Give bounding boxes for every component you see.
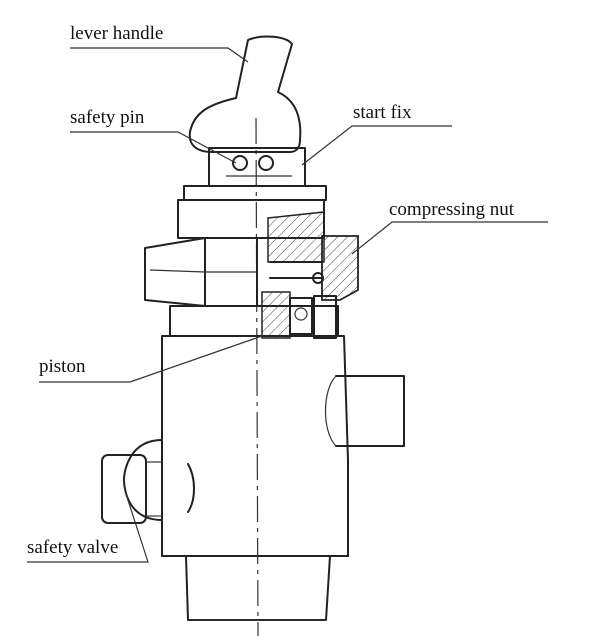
bottom-section xyxy=(161,555,349,621)
safety-pin-hole-right xyxy=(258,155,274,171)
valve-body xyxy=(161,335,349,557)
leader-piston xyxy=(39,335,263,383)
leader-compressing-nut xyxy=(351,221,548,255)
label-safety-pin: safety pin xyxy=(70,107,145,128)
piston-section xyxy=(261,291,291,339)
top-cap xyxy=(183,185,327,201)
safety-pin-hole-left xyxy=(232,155,248,171)
compressing-nut-section xyxy=(321,235,359,301)
leader-start-fix xyxy=(301,125,452,166)
label-compressing-nut: compressing nut xyxy=(389,199,515,220)
leader-safety-valve xyxy=(27,493,149,563)
center-axis xyxy=(255,117,259,637)
leader-lever-handle xyxy=(70,47,249,63)
leader-safety-pin xyxy=(70,131,237,164)
side-port xyxy=(335,375,405,447)
safety-valve-boss xyxy=(123,439,163,521)
cap-section-hatch xyxy=(267,211,325,263)
label-piston: piston xyxy=(39,356,86,377)
safety-valve-cap xyxy=(101,454,147,524)
label-lever-handle: lever handle xyxy=(70,23,164,44)
label-safety-valve: safety valve xyxy=(27,537,119,558)
label-start-fix: start fix xyxy=(353,102,412,123)
lever-handle xyxy=(188,35,302,153)
start-fix-block xyxy=(208,147,306,187)
